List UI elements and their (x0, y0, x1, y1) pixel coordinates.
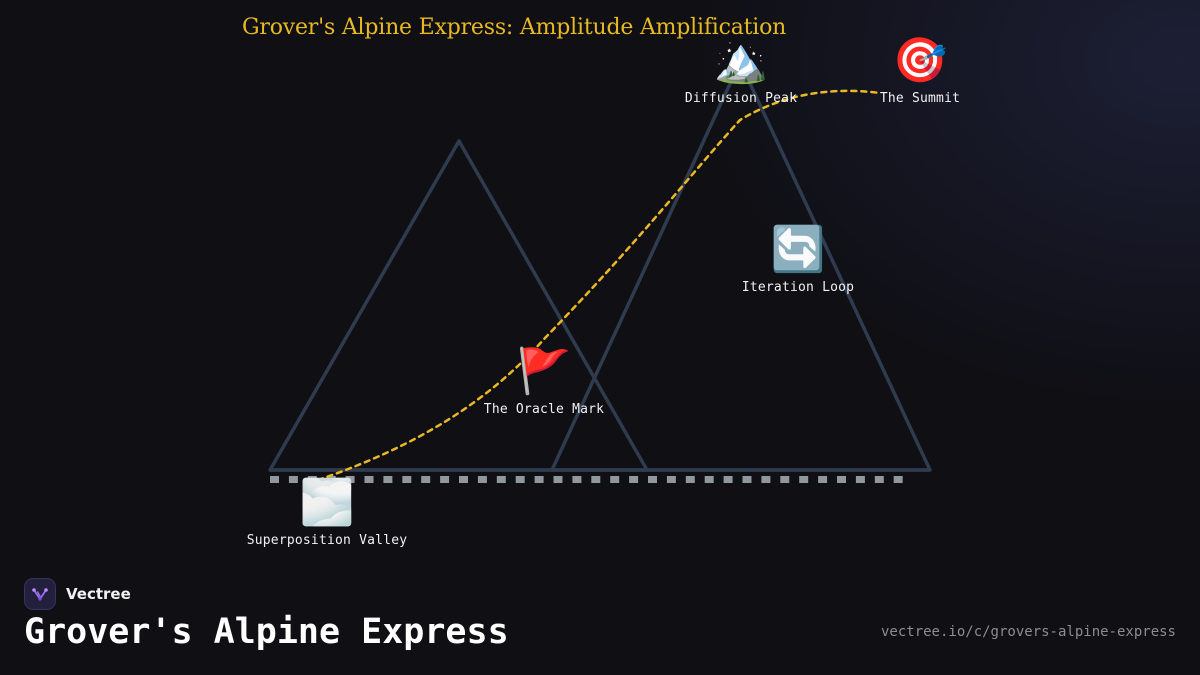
node-label-superposition-valley: Superposition Valley (246, 533, 408, 548)
track-tie (591, 476, 601, 483)
track-tie (874, 476, 884, 483)
node-superposition-valley: 🌫️ Superposition Valley (217, 477, 437, 548)
track-tie (553, 476, 563, 483)
node-diffusion-peak: 🏔️ Diffusion Peak (631, 35, 851, 106)
brand-name: Vectree (66, 585, 131, 603)
fog-icon: 🌫️ (299, 477, 355, 528)
node-oracle-mark: 🚩 The Oracle Mark (434, 346, 654, 417)
track-tie (288, 476, 298, 483)
red-flag-icon: 🚩 (516, 346, 572, 397)
track-tie (723, 476, 733, 483)
track-tie (818, 476, 828, 483)
track-tie (440, 476, 450, 483)
track-tie (893, 476, 903, 483)
track-tie (685, 476, 695, 483)
track-tie (459, 476, 468, 483)
brand[interactable]: Vectree (24, 577, 131, 611)
snow-mountain-icon: 🏔️ (713, 35, 769, 86)
footer-url-link[interactable]: vectree.io/c/grovers-alpine-express (880, 624, 1176, 640)
track-tie (572, 476, 582, 483)
track-tie (761, 476, 771, 483)
track-tie (780, 476, 790, 483)
diagram-title: Grover's Alpine Express: Amplitude Ampli… (242, 15, 787, 40)
track-tie (648, 476, 657, 483)
track-tie (515, 476, 525, 483)
node-label-oracle-mark: The Oracle Mark (483, 402, 605, 417)
node-label-the-summit: The Summit (879, 91, 961, 106)
loop-arrows-icon: 🔄 (770, 224, 826, 275)
track-tie (364, 476, 374, 483)
track-tie (610, 476, 620, 483)
vectree-logo-icon (24, 578, 56, 610)
node-the-summit: 🎯 The Summit (810, 35, 1030, 106)
track-tie (345, 476, 355, 483)
track-tie (307, 476, 317, 483)
track-tie (799, 476, 809, 483)
node-label-diffusion-peak: Diffusion Peak (684, 91, 798, 106)
track-tie (666, 476, 676, 483)
track-tie (837, 476, 846, 483)
page-title: Grover's Alpine Express (24, 612, 509, 652)
track-tie (704, 476, 714, 483)
left-mountain-outline (268, 139, 649, 472)
target-icon: 🎯 (892, 35, 948, 86)
track-tie (326, 476, 336, 483)
track-tie (270, 476, 279, 483)
track-tie (421, 476, 431, 483)
track-tie (629, 476, 639, 483)
track-tie (534, 476, 544, 483)
amplification-path (316, 89, 882, 482)
track-tie (496, 476, 506, 483)
track-tie (742, 476, 752, 483)
track-tie (855, 476, 865, 483)
track-tie (383, 476, 393, 483)
node-iteration-loop: 🔄 Iteration Loop (688, 224, 908, 295)
track-tie (477, 476, 487, 483)
node-label-iteration-loop: Iteration Loop (741, 280, 855, 295)
track-tie (402, 476, 412, 483)
railway-track (270, 476, 903, 483)
